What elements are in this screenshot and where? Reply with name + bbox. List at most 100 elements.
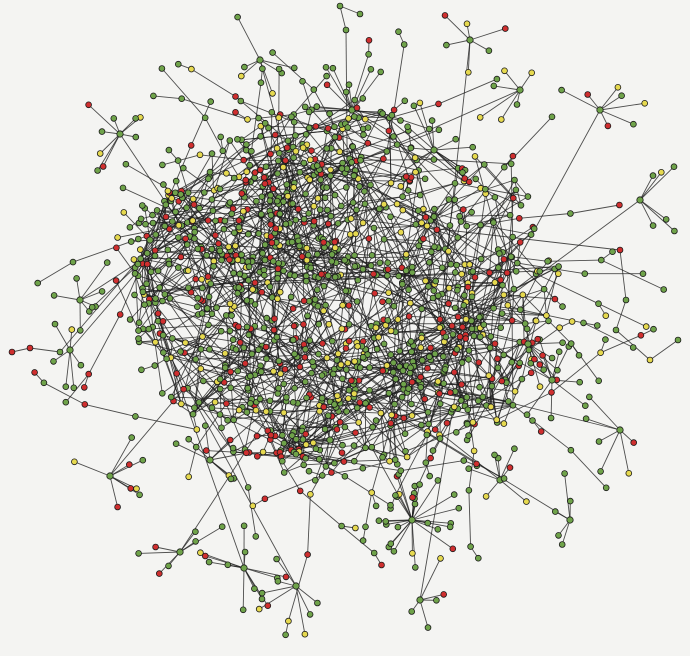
graph-node-green — [477, 221, 484, 229]
graph-edge — [411, 480, 439, 521]
graph-edge — [463, 226, 468, 296]
graph-node-green — [399, 193, 406, 201]
graph-edge — [420, 347, 426, 400]
graph-edge — [504, 70, 521, 91]
graph-node-green — [284, 137, 292, 145]
graph-node-green — [426, 353, 433, 361]
graph-node-green — [222, 312, 230, 319]
graph-node-green — [180, 164, 187, 172]
graph-edge — [268, 127, 293, 188]
graph-edge — [290, 179, 311, 205]
graph-edge — [342, 305, 378, 350]
graph-node-yellow — [259, 448, 267, 456]
graph-node-green — [408, 608, 416, 615]
graph-node-green — [259, 250, 266, 257]
graph-node-green — [315, 350, 322, 358]
graph-node-green — [328, 251, 336, 258]
graph-node-green — [326, 110, 333, 117]
graph-node-green — [366, 386, 373, 394]
graph-node-green — [266, 283, 274, 291]
graph-node-green — [256, 56, 264, 64]
graph-edge — [319, 411, 343, 446]
graph-node-green — [472, 175, 480, 183]
graph-node-yellow — [188, 65, 195, 73]
graph-node-green — [536, 268, 543, 275]
graph-node-green — [283, 393, 290, 401]
graph-node-green — [230, 416, 238, 424]
graph-edge — [393, 44, 405, 110]
graph-node-yellow — [469, 418, 477, 426]
graph-node-green — [248, 147, 255, 155]
graph-node-green — [383, 148, 391, 155]
graph-node-green — [235, 284, 243, 291]
graph-node-green — [70, 384, 78, 392]
graph-edge — [191, 68, 236, 97]
graph-node-red — [112, 277, 120, 284]
graph-edge — [478, 272, 490, 318]
graph-node-green — [208, 404, 216, 412]
graph-node-yellow — [223, 170, 230, 177]
graph-edge — [88, 104, 121, 135]
graph-node-yellow — [344, 359, 352, 367]
graph-node-green — [367, 181, 374, 189]
graph-edge — [326, 186, 360, 245]
graph-node-green — [322, 301, 329, 309]
graph-edge — [119, 263, 143, 315]
graph-node-green — [649, 222, 657, 229]
graph-node-green — [216, 411, 224, 418]
graph-node-green — [493, 75, 501, 83]
graph-edge — [446, 39, 471, 46]
graph-edge — [438, 78, 498, 105]
graph-node-green — [406, 369, 414, 377]
graph-edge — [365, 118, 416, 159]
graph-node-yellow — [275, 114, 283, 121]
graph-node-green — [324, 412, 332, 419]
graph-edge — [382, 423, 429, 458]
graph-node-red — [283, 144, 291, 152]
graph-node-green — [375, 517, 383, 524]
graph-node-yellow — [646, 356, 654, 364]
graph-node-red — [365, 235, 373, 242]
graph-edge — [291, 75, 327, 118]
graph-edge — [504, 320, 537, 381]
graph-node-green — [411, 500, 419, 508]
graph-edge — [468, 450, 475, 491]
graph-node-red — [182, 235, 189, 243]
graph-edge — [314, 259, 345, 300]
graph-node-green — [110, 115, 118, 122]
graph-node-red — [370, 270, 377, 278]
graph-node-green — [245, 263, 253, 271]
graph-node-green — [217, 133, 225, 141]
graph-node-green — [290, 154, 297, 162]
graph-node-green — [395, 28, 402, 36]
graph-node-green — [191, 228, 199, 236]
graph-node-green — [203, 305, 211, 312]
graph-node-red — [268, 239, 276, 247]
graph-edge — [299, 490, 342, 527]
graph-node-yellow — [523, 498, 530, 505]
graph-node-yellow — [306, 156, 314, 164]
graph-node-green — [384, 272, 391, 279]
graph-node-green — [279, 431, 286, 439]
graph-edge — [547, 259, 602, 262]
graph-node-green — [321, 194, 329, 202]
graph-node-red — [440, 591, 448, 598]
graph-node-red — [333, 426, 341, 433]
graph-edge — [493, 179, 515, 223]
graph-node-red — [324, 220, 332, 228]
graph-node-green — [331, 191, 339, 199]
graph-node-green — [559, 303, 566, 310]
graph-node-green — [322, 64, 330, 71]
graph-node-yellow — [445, 284, 453, 292]
graph-node-red — [471, 274, 479, 281]
graph-node-red — [328, 469, 335, 476]
graph-node-red — [616, 246, 624, 254]
graph-node-red — [356, 399, 364, 406]
graph-node-green — [324, 206, 331, 214]
graph-node-green — [194, 303, 201, 311]
graph-node-red — [408, 378, 416, 386]
graph-node-green — [400, 41, 408, 48]
graph-edge — [161, 68, 206, 119]
graph-edge — [346, 261, 358, 343]
graph-node-green — [440, 353, 447, 360]
